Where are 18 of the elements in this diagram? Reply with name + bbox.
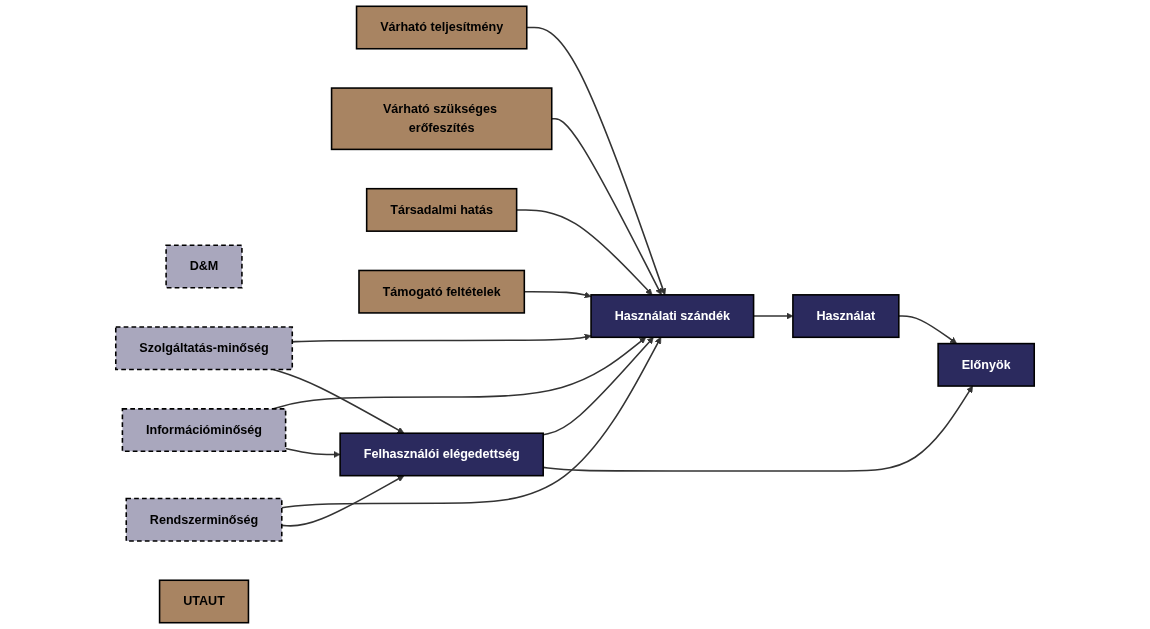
node-box: Rendszerminőség <box>125 497 283 542</box>
node-box: UTAUT <box>158 579 250 624</box>
node-box: Várható teljesítmény <box>355 5 528 50</box>
node-box: Várható szükséges erőfeszítés <box>330 87 553 151</box>
node-box: D&M <box>165 244 243 289</box>
arrow <box>526 26 667 296</box>
node-box: Társadalmi hatás <box>365 187 518 232</box>
node-box: Szolgáltatás-minőség <box>115 326 294 371</box>
node-box: Használati szándék <box>590 294 755 339</box>
arrow <box>281 337 662 509</box>
node-box: Előnyök <box>937 342 1035 387</box>
node-box: Támogató feltételek <box>358 269 526 314</box>
arrow <box>898 315 957 344</box>
node-box: Felhasználói elégedettség <box>339 432 544 477</box>
arrow <box>542 337 654 436</box>
node-box: Használat <box>792 294 900 339</box>
node-box: Információminőség <box>121 408 287 453</box>
arrow <box>281 475 405 527</box>
